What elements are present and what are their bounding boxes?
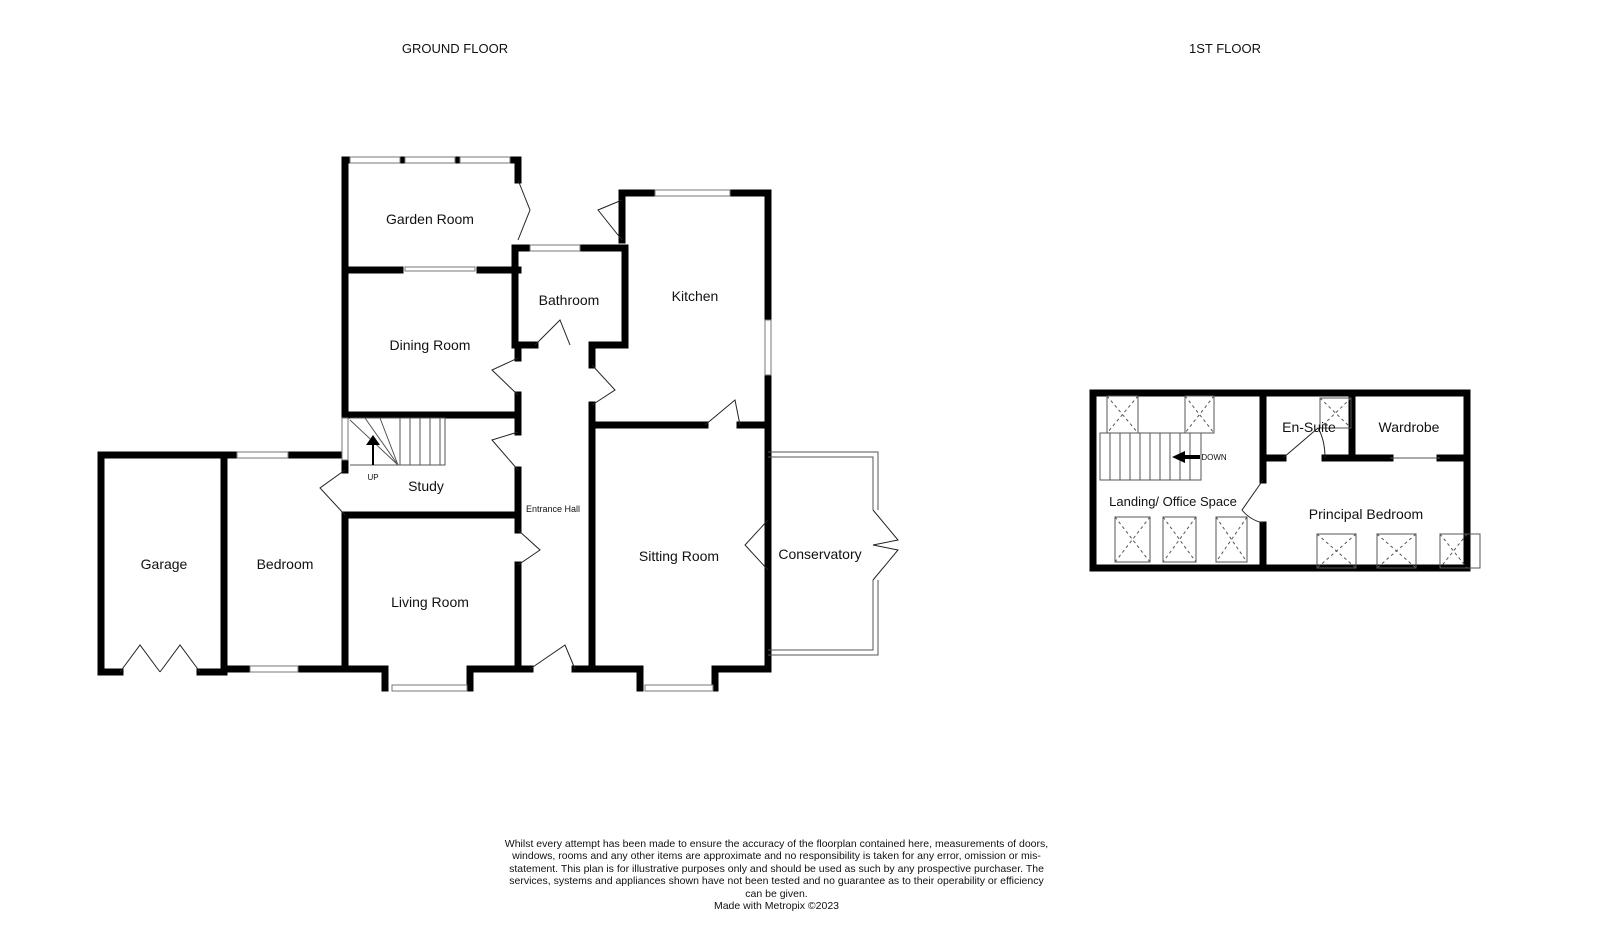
disclaimer: Whilst every attempt has been made to en… bbox=[500, 838, 1053, 912]
room-garage: Garage bbox=[141, 556, 188, 572]
ground-floor-windows bbox=[236, 156, 772, 692]
room-conservatory: Conservatory bbox=[778, 546, 861, 562]
skylight-icon bbox=[1162, 516, 1197, 563]
ground-floor-doors bbox=[119, 179, 741, 673]
skylight-icon bbox=[1215, 516, 1248, 563]
skylight-icon bbox=[1114, 516, 1151, 563]
skylight-icon bbox=[1184, 395, 1215, 434]
room-entrance-hall: Entrance Hall bbox=[526, 504, 580, 514]
skylight-icon bbox=[1106, 395, 1139, 434]
credit-text: Made with Metropix ©2023 bbox=[713, 900, 840, 913]
skylight-icon bbox=[1439, 533, 1481, 569]
arrow-up-icon bbox=[366, 435, 380, 465]
first-floor-stairs: DOWN bbox=[1099, 432, 1227, 481]
stairs-down-label: DOWN bbox=[1201, 453, 1227, 462]
disclaimer-text: Whilst every attempt has been made to en… bbox=[504, 838, 1049, 900]
skylights bbox=[1106, 395, 1481, 569]
room-principal-bedroom: Principal Bedroom bbox=[1309, 506, 1423, 522]
room-bathroom: Bathroom bbox=[539, 292, 600, 308]
ground-floor-walls bbox=[97, 156, 772, 692]
room-landing-office: Landing/ Office Space bbox=[1109, 494, 1237, 509]
ground-floor-heading: GROUND FLOOR bbox=[402, 41, 508, 56]
room-garden-room: Garden Room bbox=[386, 211, 474, 227]
first-floor-heading: 1ST FLOOR bbox=[1189, 41, 1261, 56]
arrow-down-icon bbox=[1172, 451, 1200, 463]
skylight-icon bbox=[1319, 397, 1352, 429]
room-en-suite: En-Suite bbox=[1282, 419, 1336, 435]
room-living-room: Living Room bbox=[391, 594, 469, 610]
first-floor-walls bbox=[1089, 389, 1471, 572]
room-wardrobe: Wardrobe bbox=[1379, 419, 1440, 435]
room-dining-room: Dining Room bbox=[390, 337, 471, 353]
room-kitchen: Kitchen bbox=[672, 288, 719, 304]
conservatory-outline bbox=[744, 451, 899, 656]
stairs-up-label: UP bbox=[367, 473, 378, 482]
room-study: Study bbox=[408, 478, 444, 494]
room-sitting-room: Sitting Room bbox=[639, 548, 719, 564]
skylight-icon bbox=[1316, 533, 1357, 569]
ground-stairs: UP bbox=[349, 417, 446, 482]
skylight-icon bbox=[1376, 533, 1417, 569]
room-bedroom: Bedroom bbox=[257, 556, 314, 572]
